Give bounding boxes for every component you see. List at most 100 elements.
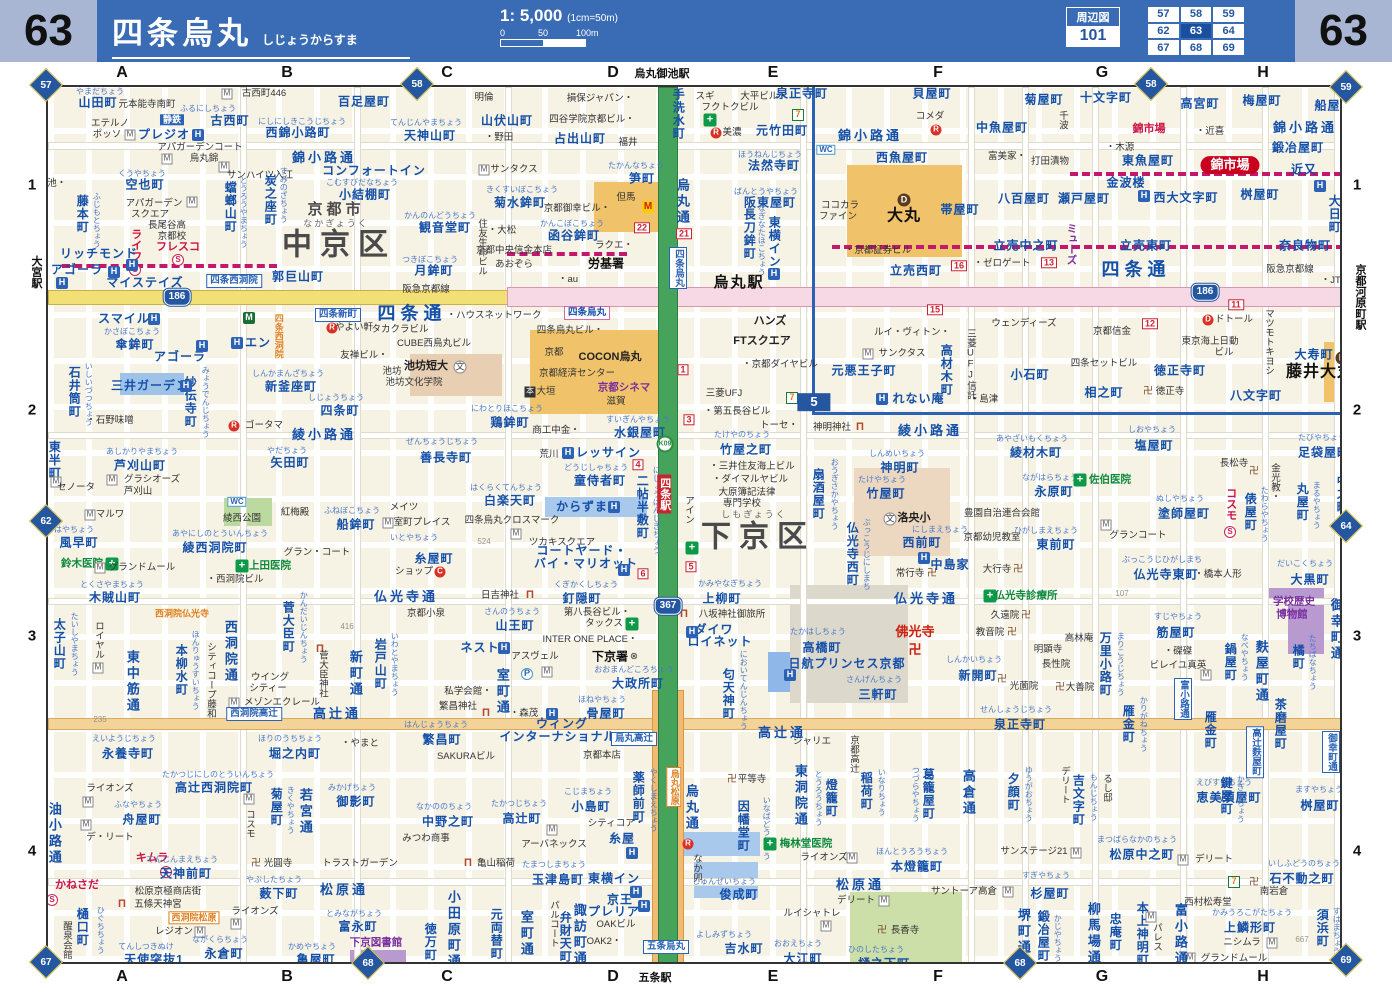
hotel-icon: H — [618, 564, 630, 576]
temple-icon: 卍 — [1013, 563, 1023, 575]
map-label: ツカキスクエア — [528, 537, 596, 549]
map-label: にしにしきこうじちょう — [258, 116, 346, 126]
map-label: 大政所町 — [611, 676, 665, 691]
map-label: ながはらちょう — [1022, 472, 1078, 482]
map-label: 京都小泉 — [406, 608, 446, 620]
map-label: 御幸町通 — [1328, 598, 1342, 662]
restaurant-icon: C — [434, 566, 446, 578]
map-label: CUBE西烏丸ビル — [397, 338, 471, 350]
street — [1022, 87, 1029, 962]
map-label: 梅林堂医院 — [779, 837, 833, 850]
clinic-cross-icon: + — [983, 589, 997, 603]
map-label: ゴータマ — [244, 420, 284, 432]
map-label: 阪東屋町 — [743, 195, 797, 210]
intersection-sign: 烏丸高辻 — [610, 732, 658, 746]
map-label: 東前町 — [1036, 537, 1076, 552]
map-label: バイ・マリオット — [533, 556, 639, 571]
map-label: 桝屋町 — [1300, 798, 1340, 813]
exit-number-box: 22 — [633, 222, 651, 234]
map-label: シティー — [249, 683, 287, 695]
map-label: グランドムール — [1200, 953, 1268, 964]
map-label: 立売東町 — [1119, 238, 1173, 253]
map-label: ハンズ — [753, 315, 787, 328]
map-label: 西洞院通 — [222, 620, 238, 684]
map-label: スマイル — [98, 311, 150, 326]
map-label: 泉正寺町 — [993, 717, 1047, 732]
page-link-number: 57 — [40, 79, 52, 91]
building-icon: M — [546, 824, 558, 836]
map-label: たかつじちょう — [491, 798, 547, 808]
map-label: もんじちょう — [1089, 773, 1099, 821]
map-label: 亀屋町 — [296, 952, 336, 964]
map-label: 須浜町 — [1315, 908, 1330, 948]
major-road — [658, 87, 678, 962]
map-label: かじやちょう — [1053, 914, 1063, 962]
hotel-icon: H — [626, 847, 638, 859]
map-label: 俵屋町 — [1243, 492, 1258, 532]
map-label: 長松寺 — [1219, 458, 1249, 470]
scale-tick: 100m — [576, 28, 599, 38]
map-label: 高辻西洞院町 — [174, 780, 254, 795]
page-link-marker-69: 69 — [1329, 943, 1363, 977]
map-label: 徳正寺 — [1155, 386, 1185, 398]
map-label: 新町通 — [347, 650, 363, 698]
map-label: 小島町 — [571, 799, 611, 814]
temple-icon: 卍 — [877, 924, 887, 936]
map-label: えいようじちょう — [92, 733, 156, 743]
restaurant-icon: D — [1202, 314, 1214, 326]
map-label: あおぞら — [494, 259, 534, 271]
shrine-icon: Π — [856, 421, 864, 434]
edge-station-bottom: 五条駅 — [638, 972, 672, 984]
building-icon: M — [218, 161, 230, 173]
toilet-sign: WC — [227, 496, 247, 508]
temple-icon: 卍 — [1021, 609, 1031, 621]
map-label: サンハイツ入江 — [226, 170, 294, 182]
map-label: 高林庵 — [1064, 633, 1094, 645]
map-label: ぶっこうじひがしまち — [1122, 554, 1202, 564]
map-label: ファイン — [818, 211, 858, 223]
map-label: おおまんどころちょう — [594, 664, 674, 674]
map-label: ⊗ — [630, 651, 638, 663]
route-shield: 186 — [1191, 283, 1219, 301]
map-label: OAK2・ — [586, 936, 622, 948]
intersection-sign: 四条烏丸 — [669, 247, 687, 289]
map-label: 中京区 — [282, 228, 396, 262]
map-label: 新釜座町 — [264, 379, 318, 394]
map-label: 但馬 — [616, 192, 636, 204]
map-label: 油小路通 — [46, 802, 62, 866]
building-block — [850, 892, 962, 962]
supermarket-icon: S — [160, 866, 172, 878]
map-label: 三菱UFJ信託 — [964, 328, 976, 400]
map-label: 室町通 — [518, 910, 534, 958]
map-label: 綾材木町 — [1009, 445, 1063, 460]
map-label: 福井 — [618, 137, 638, 149]
map-label: 俊成町 — [719, 887, 759, 902]
map-label: サンステージ21 — [1000, 846, 1068, 858]
map-label: 函谷鉾町 — [547, 228, 601, 243]
clinic-cross-icon: + — [235, 559, 249, 573]
map-label: 樋之下町 — [857, 956, 911, 964]
map-label: 京都市 — [307, 201, 365, 219]
map-label: 住友生命ビル — [475, 218, 487, 276]
map-label: 阪急京都線 — [402, 284, 450, 296]
parking-icon: P — [521, 668, 533, 680]
map-label: なか卯 — [690, 853, 702, 883]
hotel-icon: H — [126, 259, 138, 271]
map-label: サンクタス — [878, 348, 926, 360]
convenience-store-icon: 7 — [1228, 876, 1240, 888]
map-label: 薮下町 — [259, 886, 299, 901]
map-label: 下京署 — [591, 649, 629, 664]
restaurant-icon: R — [326, 322, 338, 334]
map-label: インターナショナル — [499, 729, 617, 744]
exit-number-box: 6 — [637, 568, 649, 580]
map-label: ・京都ダイヤビル — [742, 359, 818, 371]
route-shield: 367 — [654, 597, 682, 615]
map-label: かみやなぎちょう — [698, 578, 762, 588]
temple-icon: 卍 — [251, 857, 261, 869]
map-label: まりこうじちょう — [1116, 632, 1126, 696]
page-link-number: 67 — [40, 956, 52, 968]
page-link-number: 62 — [40, 515, 52, 527]
hotel-icon: H — [768, 268, 780, 280]
map-label: たかはしちょう — [790, 626, 846, 636]
